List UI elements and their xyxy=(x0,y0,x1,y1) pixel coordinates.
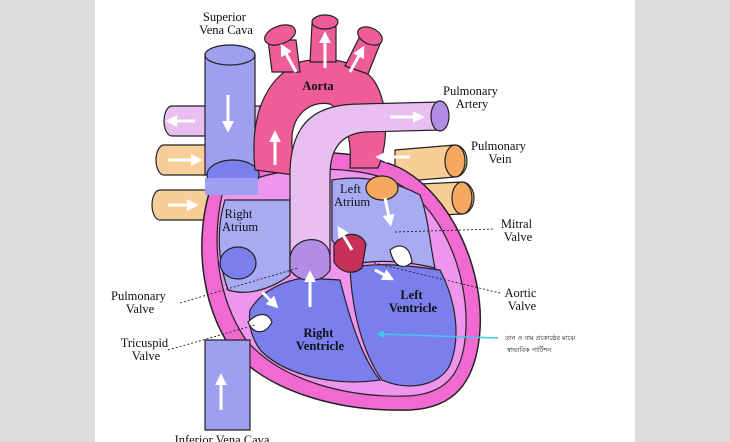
vena-cava xyxy=(204,44,260,431)
pulmonary-vein-left xyxy=(151,144,216,221)
pulmonary-valve-label: Pulmonary Valve xyxy=(111,289,169,316)
mitral-valve-shape xyxy=(389,245,413,268)
left-ventricle-chamber xyxy=(349,264,457,387)
right-ventricle-chamber xyxy=(248,277,382,383)
septum-note: ডান ও বাম প্রকোষ্ঠের মাঝে স্বাভাবিক পার্… xyxy=(504,333,577,354)
superior-vena-cava-label: Superior Vena Cava xyxy=(199,10,253,37)
pulmonary-valve-shape xyxy=(289,239,331,282)
left-margin xyxy=(0,0,95,442)
pulmonary-artery-label: Pulmonary Artery xyxy=(443,84,501,111)
aortic-valve-label: Aortic Valve xyxy=(504,286,539,313)
aortic-valve-shape xyxy=(333,233,367,273)
mitral-valve-label: Mitral Valve xyxy=(501,217,535,244)
pulmonary-artery-vessel xyxy=(289,100,450,269)
label-leader-lines xyxy=(167,228,501,351)
tricuspid-valve-shape xyxy=(247,313,273,333)
pulmonary-vein-opening xyxy=(365,175,399,201)
aorta-label: Aorta xyxy=(302,79,334,93)
pulmonary-vein-label: Pulmonary Vein xyxy=(471,139,529,166)
left-ventricle-label: Left Ventricle xyxy=(389,288,438,315)
right-margin xyxy=(635,0,730,442)
right-atrium-label: Right Atrium xyxy=(222,207,258,234)
left-atrium-label: Left Atrium xyxy=(334,182,370,209)
blood-flow-arrows xyxy=(165,31,425,410)
inferior-vena-cava-label: Inferior Vena Cava xyxy=(175,433,270,442)
right-ventricle-label: Right Ventricle xyxy=(296,326,345,353)
tricuspid-valve-label: Tricuspid Valve xyxy=(121,336,172,363)
coronary-sinus xyxy=(219,246,257,280)
heart-svg: Superior Vena Cava Aorta Pulmonary Arter… xyxy=(111,10,577,442)
heart-diagram: Superior Vena Cava Aorta Pulmonary Arter… xyxy=(95,0,635,442)
septum-arrow xyxy=(376,330,499,339)
